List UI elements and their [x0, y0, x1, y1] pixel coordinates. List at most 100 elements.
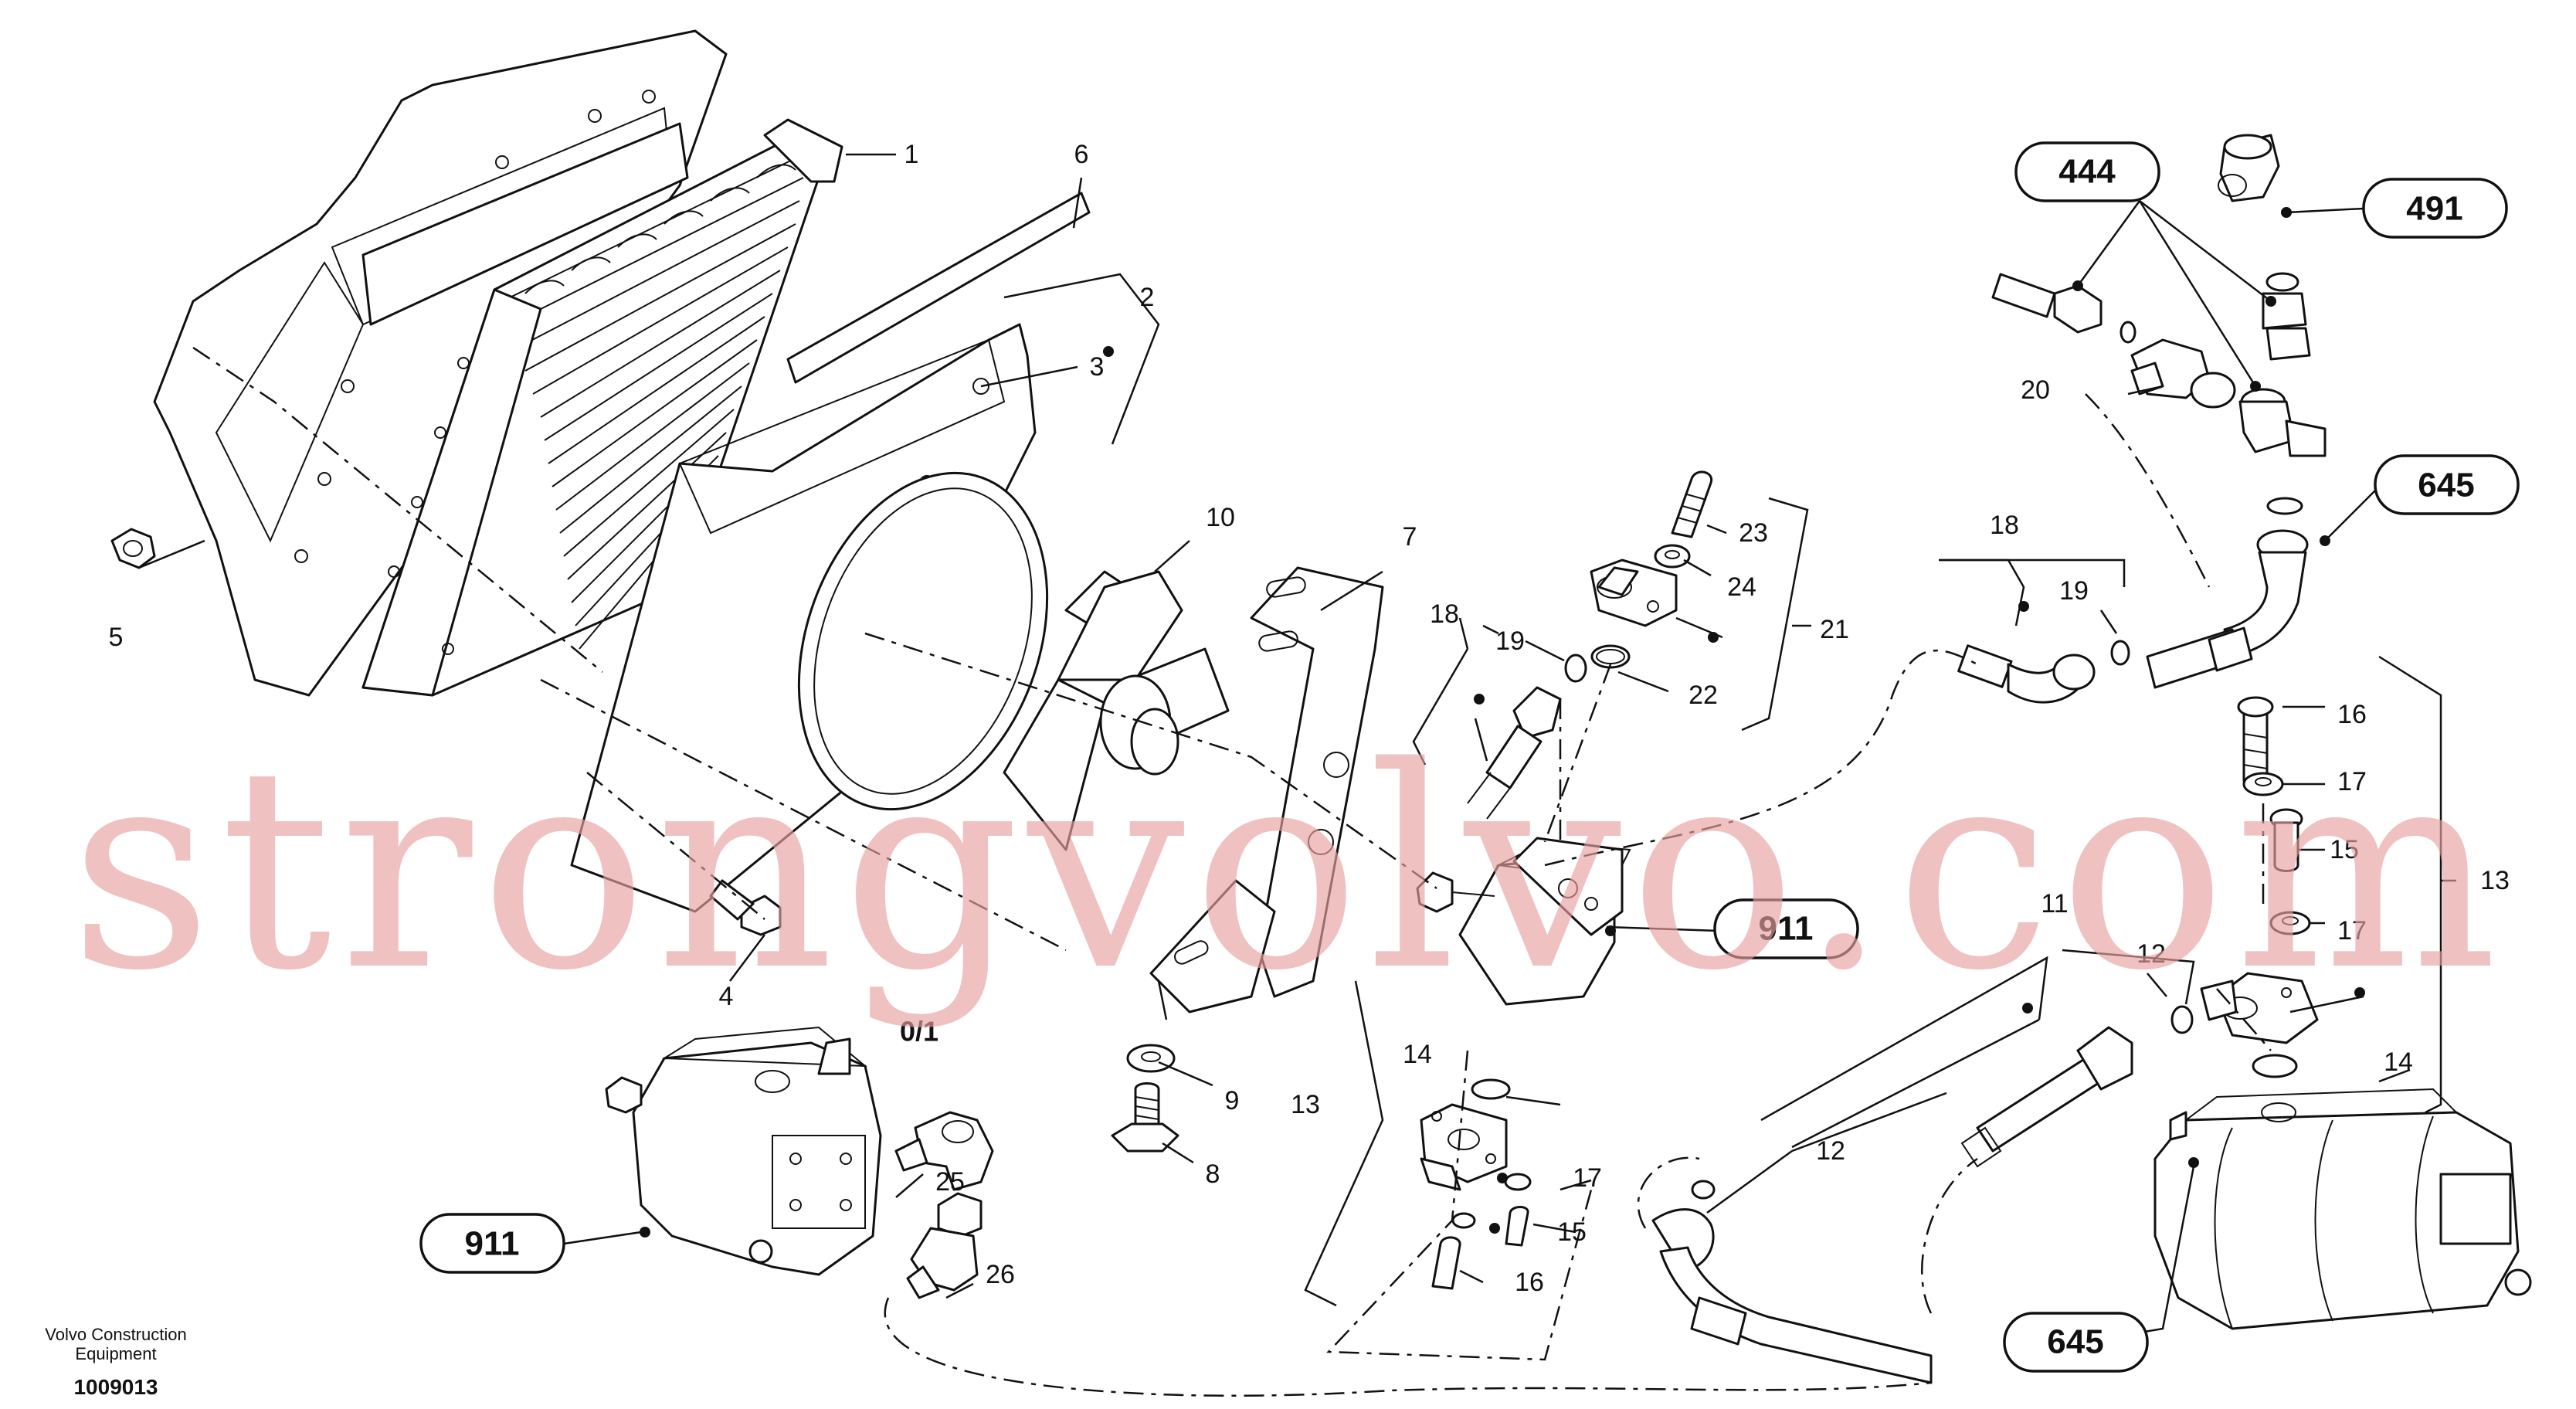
- fitting-444-lower: [2238, 388, 2327, 457]
- sealing-strip-6: [786, 192, 1091, 384]
- svg-text:911: 911: [465, 1225, 520, 1263]
- bolt-8: [1111, 1082, 1179, 1153]
- bolt-15-center: [1505, 1206, 1529, 1247]
- watermark-text: strongvolvo.com: [70, 708, 2506, 1031]
- callout-18-right: 18: [1990, 511, 2019, 540]
- callout-25: 25: [935, 1167, 965, 1197]
- assembly-center-lines: [192, 346, 2272, 1397]
- callout-14-right: 14: [2384, 1047, 2413, 1077]
- svg-text:444: 444: [2058, 153, 2116, 191]
- washer-17-center-b: [1451, 1212, 1476, 1229]
- callout-13-right: 13: [2480, 866, 2510, 895]
- callout-1: 1: [904, 140, 919, 169]
- hose-fitting-444: [1991, 273, 2103, 334]
- tee-fitting-20: [2130, 338, 2236, 409]
- callout-13-left: 13: [1291, 1090, 1320, 1119]
- washer-24: [1654, 544, 1691, 569]
- fan-10: [1003, 570, 1230, 851]
- bolt-4: [709, 879, 782, 936]
- callout-21: 21: [1820, 615, 1849, 644]
- elbow-fitting-25: [894, 1111, 994, 1191]
- reference-pill-444: 444: [2014, 141, 2160, 202]
- callout-14-left: 14: [1403, 1040, 1432, 1069]
- drawing-footer: Volvo Construction Equipment 1009013: [45, 1325, 186, 1399]
- callout-2: 2: [1140, 283, 1155, 312]
- hose-18-right: [1957, 644, 2096, 704]
- callout-24: 24: [1727, 572, 1756, 602]
- callout-12-right: 12: [2136, 939, 2166, 969]
- callout-18-center: 18: [1430, 599, 1459, 629]
- o-ring-19-right: [2110, 640, 2130, 666]
- reference-pill-645-bottom: 645: [2003, 1312, 2149, 1373]
- callout-6: 6: [1074, 140, 1089, 169]
- callout-labels: 1 2 3 4 5 6 7 8 9 10 11 12 12 13 13 14 1…: [109, 140, 2510, 1297]
- callout-3: 3: [1090, 352, 1105, 382]
- callout-17-left: 17: [1573, 1163, 1602, 1193]
- svg-text:911: 911: [1759, 910, 1814, 948]
- leader-dots: [640, 207, 2365, 1238]
- callout-26: 26: [986, 1260, 1015, 1289]
- washer-9: [1126, 1044, 1176, 1073]
- o-ring-12-right: [2170, 1005, 2194, 1034]
- svg-text:645: 645: [2047, 1323, 2103, 1361]
- hydraulic-motor-right: [2153, 1088, 2532, 1330]
- reference-pill-911-left: 911: [419, 1213, 565, 1274]
- callout-16-right: 16: [2337, 700, 2367, 729]
- nut-5: [110, 528, 156, 569]
- callout-15-left: 15: [1557, 1217, 1587, 1247]
- leader-lines: [138, 153, 2456, 1338]
- callout-19-center: 19: [1495, 626, 1525, 656]
- cooler-housing: [153, 29, 728, 697]
- callout-8: 8: [1206, 1159, 1220, 1189]
- bracket-7: [1149, 566, 1384, 1013]
- callout-4: 4: [719, 982, 734, 1011]
- company-name-line1: Volvo Construction: [45, 1325, 186, 1344]
- reference-pill-491: 491: [2362, 178, 2508, 239]
- drawing-number: 1009013: [73, 1375, 158, 1399]
- callout-5: 5: [109, 623, 124, 652]
- callout-12-left: 12: [1816, 1136, 1845, 1166]
- callout-15-right: 15: [2330, 835, 2359, 864]
- callout-7: 7: [1403, 522, 1417, 552]
- callout-20: 20: [2021, 375, 2050, 405]
- bolt-23: [1671, 470, 1713, 538]
- washer-17-center: [1504, 1173, 1532, 1191]
- hose-11: [1960, 1026, 2133, 1168]
- o-ring-14-right: [2252, 1054, 2298, 1078]
- fitting-444-middle: [2262, 272, 2311, 361]
- fan-shroud: [570, 323, 1049, 913]
- reference-pill-645-top: 645: [2374, 454, 2520, 515]
- hose-fitting-645: [2146, 529, 2309, 689]
- o-ring-19-center: [1564, 654, 1587, 683]
- o-ring-small-444: [2120, 321, 2136, 344]
- o-ring-14-center: [1471, 1078, 1511, 1100]
- hose-18-center: [1467, 686, 1562, 820]
- o-ring-645: [2266, 497, 2303, 515]
- callout-16-left: 16: [1515, 1268, 1544, 1297]
- flange-fitting-21: [1590, 559, 1678, 627]
- callout-23: 23: [1739, 518, 1768, 548]
- hydraulic-motor-left: [605, 1026, 882, 1276]
- svg-text:491: 491: [2406, 190, 2462, 228]
- callout-10: 10: [1206, 503, 1235, 532]
- radiator-core: [361, 118, 843, 697]
- company-name-line2: Equipment: [75, 1344, 156, 1363]
- callout-19-right: 19: [2059, 576, 2089, 606]
- callout-11: 11: [2041, 889, 2068, 918]
- fitting-491: [2218, 134, 2280, 202]
- hose-lower: [1651, 1180, 1933, 1384]
- flange-13-right: [2200, 972, 2319, 1044]
- reference-pill-911-center: 911: [1713, 898, 1859, 959]
- elbow-fitting-26: [906, 1192, 983, 1299]
- flange-13-center: [1420, 1103, 1508, 1191]
- bolt-16-center: [1431, 1236, 1461, 1290]
- callout-22: 22: [1688, 681, 1718, 710]
- hydraulic-motor-center: [1416, 837, 1631, 1006]
- svg-text:645: 645: [2418, 467, 2474, 504]
- callout-0-1: 0/1: [900, 1016, 938, 1047]
- callout-17-right-a: 17: [2337, 767, 2367, 796]
- callout-17-right-b: 17: [2337, 916, 2367, 946]
- bolt-15-right: [2269, 808, 2303, 872]
- callout-9: 9: [1225, 1086, 1240, 1115]
